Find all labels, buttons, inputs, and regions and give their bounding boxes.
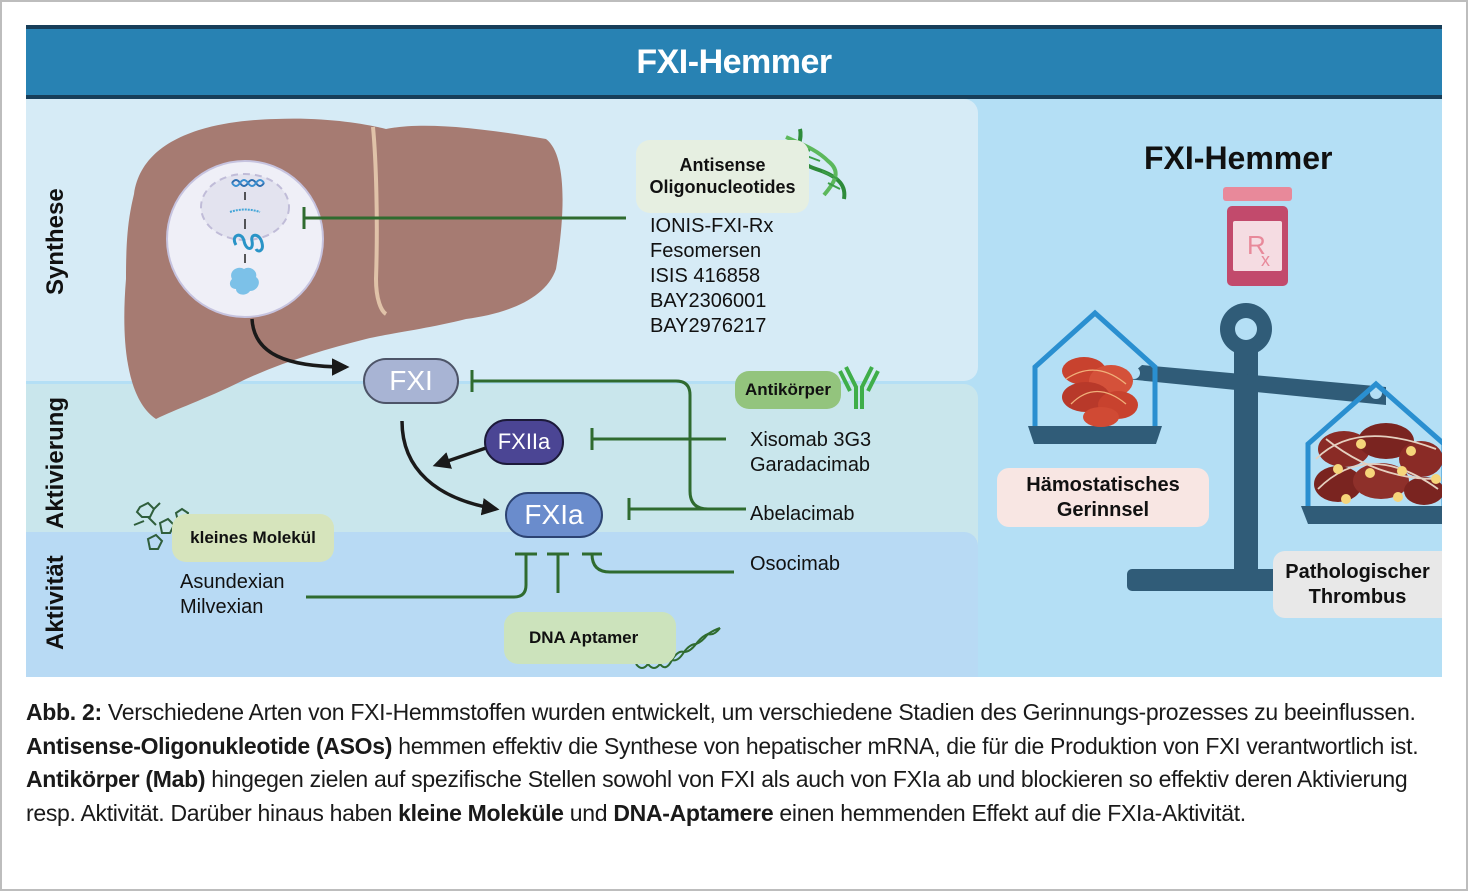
fxi-to-fxia-arrow <box>400 420 500 516</box>
balance-scale-icon <box>1028 303 1442 591</box>
fxia-activity-inhibition-lines <box>306 552 734 599</box>
small-molecule-drug-list: Asundexian Milvexian <box>180 570 285 620</box>
antibody-drug: Garadacimab <box>750 454 871 476</box>
factor-fxi-label: FXI <box>389 365 433 396</box>
aptamer-tag: DNA Aptamer <box>504 612 676 664</box>
diagram-graphics: R x <box>124 118 1442 669</box>
antibody-fxiia-drug-list: Xisomab 3G3 Garadacimab <box>750 428 871 478</box>
antibody-tag: Antikörper <box>735 371 841 409</box>
antibody-drug: Xisomab 3G3 <box>750 429 872 451</box>
fxiia-inhibition-line <box>590 428 726 450</box>
pathologic-thrombus-label: Pathologischer Thrombus <box>1273 551 1442 618</box>
pathologic-thrombus-icon <box>1314 423 1442 505</box>
caption-text: und <box>563 799 614 826</box>
aso-drug: ISIS 416858 <box>650 265 761 287</box>
svg-text:x: x <box>1261 250 1270 270</box>
caption-bold-aptamers: DNA-Aptamere <box>613 799 774 826</box>
caption-bold-small-molecules: kleine Moleküle <box>398 799 564 826</box>
hemostatic-clot-label: Hämostatisches Gerinnsel <box>997 468 1209 527</box>
factor-fxiia: FXIIa <box>484 419 564 465</box>
aptamer-label: DNA Aptamer <box>529 627 639 647</box>
liver-icon <box>124 118 563 420</box>
aso-drug: IONIS-FXI-Rx <box>650 215 774 237</box>
factor-fxia-label: FXIa <box>524 499 584 530</box>
caption-text: hingegen zielen auf spezifische Stellen … <box>26 766 1408 826</box>
caption-text: einen hemmenden Effekt auf die FXIa-Akti… <box>773 799 1246 826</box>
antibody-icon <box>838 366 880 409</box>
abelacimab-inhibition-lines <box>470 370 746 520</box>
abelacimab-label: Abelacimab <box>750 503 855 525</box>
factor-fxia: FXIa <box>505 492 603 538</box>
small-molecule-drug: Milvexian <box>180 596 264 618</box>
secretion-arrow <box>250 318 350 376</box>
hemostatic-label-line2: Gerinnsel <box>1056 498 1150 521</box>
aso-drug-list: IONIS-FXI-Rx Fesomersen ISIS 416858 BAY2… <box>650 214 773 339</box>
balance-title: FXI-Hemmer <box>1144 140 1333 176</box>
rx-bottle-icon: R x <box>1223 187 1292 286</box>
aso-drug: Fesomersen <box>650 240 762 262</box>
caption-text: Verschiedene Arten von FXI-Hemmstoffen w… <box>101 699 1416 725</box>
hemostatic-label-line1: Hämostatisches <box>1026 473 1180 496</box>
caption-text: hemmen effektiv die Synthese von hepatis… <box>392 732 1419 759</box>
caption-label: Abb. 2: <box>26 699 102 725</box>
small-molecule-tag: kleines Molekül <box>172 514 334 562</box>
aso-drug: BAY2976217 <box>650 315 767 337</box>
small-molecule-drug: Asundexian <box>180 571 285 593</box>
aso-label-line1: Antisense <box>679 154 766 175</box>
small-molecule-label: kleines Molekül <box>190 527 316 547</box>
svg-text:R: R <box>1247 230 1266 260</box>
aso-inhibition-line <box>302 207 626 229</box>
aso-drug: BAY2306001 <box>650 290 767 312</box>
thrombus-label-line2: Thrombus <box>1308 585 1407 608</box>
header-banner: FXI-Hemmer <box>26 25 1442 99</box>
caption-bold-aso: Antisense-Oligonukleotide (ASOs) <box>26 732 393 759</box>
aso-tag: Antisense Oligonucleotides <box>636 140 809 213</box>
factor-fxi: FXI <box>363 358 459 404</box>
osocimab-label: Osocimab <box>750 553 841 575</box>
hemostatic-clot-icon <box>1062 357 1138 427</box>
thrombus-label-line1: Pathologischer <box>1285 560 1430 583</box>
caption-bold-mab: Antikörper (Mab) <box>26 766 206 792</box>
figure-caption: Abb. 2: Verschiedene Arten von FXI-Hemms… <box>26 696 1446 830</box>
header-title: FXI-Hemmer <box>636 42 832 81</box>
factor-fxiia-label: FXIIa <box>497 429 551 454</box>
diagram-canvas: Synthese Aktivierung Aktivität <box>26 99 1442 677</box>
fxiia-activation-arrow <box>432 446 487 469</box>
aso-label-line2: Oligonucleotides <box>649 176 796 197</box>
antibody-label: Antikörper <box>745 379 831 399</box>
